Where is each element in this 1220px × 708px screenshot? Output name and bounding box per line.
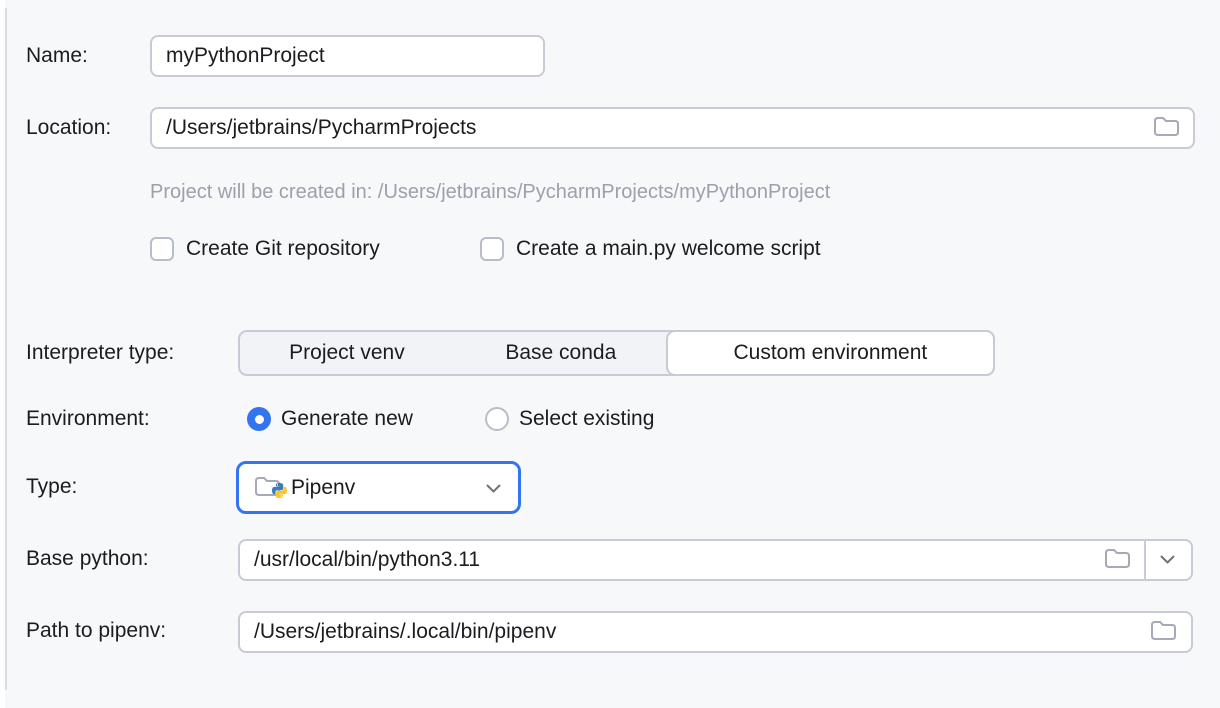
pipenv-path-label: Path to pipenv: xyxy=(26,619,167,642)
chevron-down-icon xyxy=(1159,553,1176,568)
pipenv-folder-python-icon xyxy=(254,475,288,504)
name-input[interactable] xyxy=(150,35,545,77)
segment-base-conda[interactable]: Base conda xyxy=(454,332,668,374)
select-existing-radio[interactable] xyxy=(485,407,509,431)
python-logo-icon xyxy=(272,480,288,504)
location-field xyxy=(150,107,1195,149)
segment-custom-environment-label: Custom environment xyxy=(733,341,928,364)
base-python-dropdown-button[interactable] xyxy=(1155,548,1179,572)
select-existing-radio-label[interactable]: Select existing xyxy=(519,407,655,430)
base-python-browse-button[interactable] xyxy=(1103,548,1131,572)
pipenv-path-input[interactable] xyxy=(240,613,1191,651)
segment-base-conda-label: Base conda xyxy=(505,341,617,364)
location-input[interactable] xyxy=(152,109,1193,147)
segment-project-venv-label: Project venv xyxy=(289,341,405,364)
base-python-input[interactable] xyxy=(240,541,1191,579)
folder-icon xyxy=(1150,619,1177,645)
pipenv-path-field xyxy=(238,611,1193,653)
generate-new-radio-label[interactable]: Generate new xyxy=(281,407,413,430)
combo-divider xyxy=(1144,541,1146,579)
type-dropdown[interactable]: Pipenv xyxy=(236,461,521,514)
interpreter-type-segmented-control: Project venv Base conda Custom environme… xyxy=(238,330,995,376)
environment-label: Environment: xyxy=(26,407,150,430)
type-label: Type: xyxy=(26,475,78,498)
base-python-label: Base python: xyxy=(26,547,149,570)
main-py-checkbox[interactable] xyxy=(480,237,504,261)
pipenv-path-browse-button[interactable] xyxy=(1149,620,1177,644)
name-label: Name: xyxy=(26,44,88,67)
generate-new-radio[interactable] xyxy=(247,407,271,431)
panel-divider xyxy=(5,8,7,690)
location-browse-button[interactable] xyxy=(1152,116,1180,140)
location-label: Location: xyxy=(26,116,112,139)
folder-icon xyxy=(1153,115,1180,141)
project-path-hint: Project will be created in: /Users/jetbr… xyxy=(150,181,831,203)
segment-project-venv[interactable]: Project venv xyxy=(240,332,454,374)
base-python-field xyxy=(238,539,1193,581)
interpreter-type-label: Interpreter type: xyxy=(26,341,175,364)
folder-icon xyxy=(1104,547,1131,573)
git-repo-checkbox[interactable] xyxy=(150,237,174,261)
radio-dot xyxy=(254,414,264,424)
git-repo-checkbox-label[interactable]: Create Git repository xyxy=(186,237,380,260)
chevron-down-icon xyxy=(485,476,502,500)
type-dropdown-value: Pipenv xyxy=(291,475,356,499)
main-py-checkbox-label[interactable]: Create a main.py welcome script xyxy=(516,237,821,260)
segment-custom-environment[interactable]: Custom environment xyxy=(665,330,995,376)
left-edge-strip xyxy=(0,0,5,708)
